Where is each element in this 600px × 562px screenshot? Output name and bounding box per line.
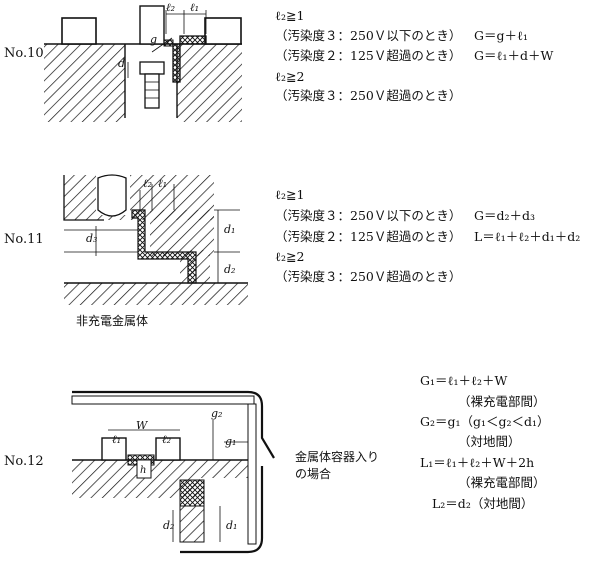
dim-d2-12: d₂	[163, 519, 175, 532]
case-11-line-2: （汚染度３：250Ｖ以下のとき）	[275, 208, 462, 223]
case-10-label: No.10	[4, 46, 44, 61]
case-12-formula-4: （対地間）	[458, 434, 521, 449]
case-11-line-3: （汚染度２：125Ｖ超過のとき）	[275, 229, 462, 244]
dim-g2-12: g₂	[211, 407, 223, 420]
case-10-line-5: （汚染度３：250Ｖ超過のとき）	[275, 88, 462, 103]
figure-11	[63, 174, 248, 305]
case-10-formula-1: G＝g＋ℓ₁	[474, 28, 528, 43]
dim-l1-11: ℓ₁	[158, 177, 167, 190]
case-12-formula-2: （裸充電部間）	[458, 394, 546, 409]
case-12-formula-3: G₂＝g₁（g₁＜g₂＜d₁）	[420, 414, 550, 429]
case-12-label: No.12	[4, 454, 44, 469]
case-11-label: No.11	[4, 232, 44, 247]
figure-10	[44, 5, 242, 122]
figure-12	[71, 390, 275, 554]
case-10-formula-2: G＝ℓ₁＋d＋W	[474, 48, 554, 63]
case-12-formula-7: L₂＝d₂（対地間）	[432, 496, 534, 511]
case-11-formula-2: L＝ℓ₁＋ℓ₂＋d₁＋d₂	[474, 229, 581, 244]
case-10-line-4: ℓ₂≧2	[275, 69, 305, 84]
case-12-formula-5: L₁＝ℓ₁＋ℓ₂＋W＋2h	[420, 455, 535, 470]
case-11-line-1: ℓ₂≧1	[275, 187, 305, 202]
dim-d1-12: d₁	[226, 519, 238, 532]
dim-l2-11: ℓ₂	[143, 177, 152, 190]
case-11-caption: 非充電金属体	[76, 314, 149, 328]
dim-g1-12: g₁	[225, 435, 237, 448]
case-10-line-2: （汚染度３：250Ｖ以下のとき）	[275, 28, 462, 43]
case-11-line-4: ℓ₂≧2	[275, 249, 305, 264]
case-12-formula-1: G₁＝ℓ₁＋ℓ₂＋W	[420, 373, 508, 388]
case-12-caption-line-2: の場合	[295, 467, 332, 481]
case-12-caption-line-1: 金属体容器入り	[295, 450, 380, 464]
dim-d2-11: d₂	[224, 263, 236, 276]
case-12-formula-6: （裸充電部間）	[458, 475, 546, 490]
dim-h-12: h	[140, 465, 147, 476]
dim-d1-11: d₁	[224, 223, 236, 236]
dim-l2-12: ℓ₂	[162, 433, 171, 446]
dim-g-10: g	[150, 33, 158, 46]
case-11-formula-1: G＝d₂＋d₃	[474, 208, 536, 223]
dim-l2-10: ℓ₂	[166, 1, 175, 14]
case-10-line-3: （汚染度２：125Ｖ超過のとき）	[275, 48, 462, 63]
dim-d-10: d	[118, 57, 126, 70]
dim-l1-10: ℓ₁	[190, 1, 199, 14]
dim-d3-11: d₃	[86, 232, 98, 245]
case-10-line-1: ℓ₂≧1	[275, 8, 305, 23]
case-11-line-5: （汚染度３：250Ｖ超過のとき）	[275, 269, 462, 284]
dim-w-12: W	[136, 419, 148, 432]
dim-l1-12: ℓ₁	[112, 433, 121, 446]
